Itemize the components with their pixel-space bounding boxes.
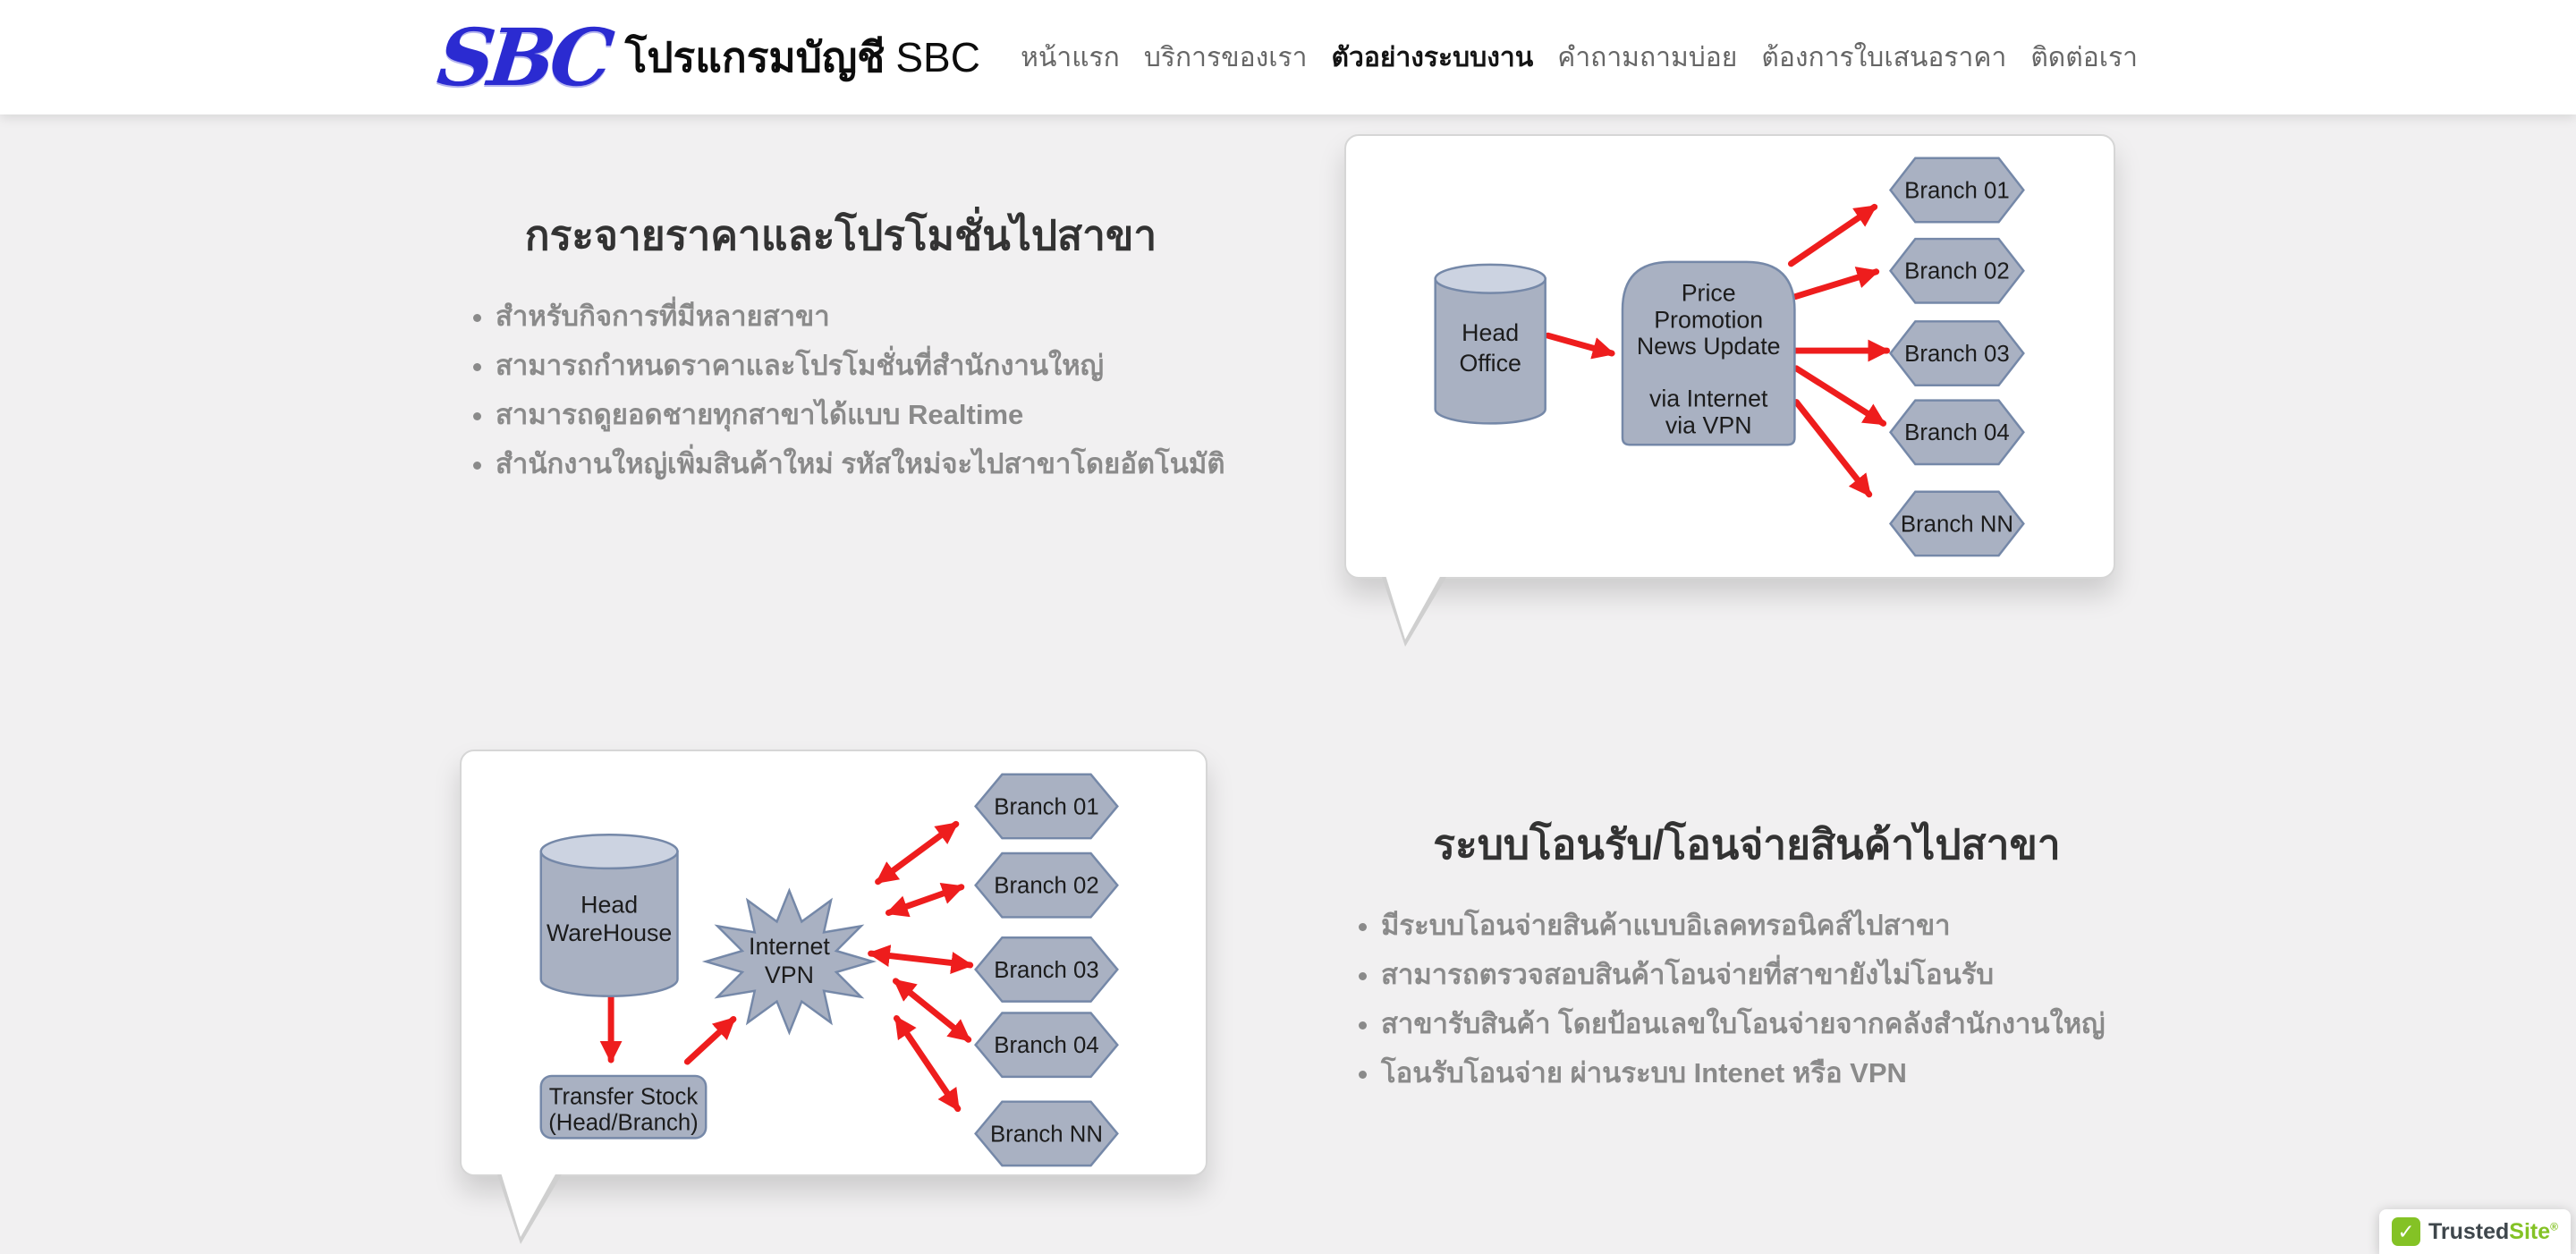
branch-hexagon-01: Branch 01	[1888, 157, 2025, 224]
stock-transfer-diagram: Head WareHouse Internet VPN Transfer Sto…	[539, 773, 1119, 1167]
branch-hexagon-02: Branch 02	[1888, 237, 2025, 304]
registered-mark: ®	[2550, 1220, 2558, 1233]
head-warehouse-cylinder: Head WareHouse	[539, 833, 679, 997]
brand[interactable]: SBC โปรแกรมบัญชีSBC	[434, 11, 980, 104]
trustedsite-label-trusted: Trusted	[2428, 1218, 2510, 1244]
main-nav: หน้าแรก บริการของเรา ตัวอย่างระบบงาน คำถ…	[1021, 37, 2138, 79]
arrow-hub-to-branch04	[1792, 365, 1887, 427]
bullet-item: สาขารับสินค้า โดยป้อนเลขใบโอนจ่ายจากคลัง…	[1381, 999, 2136, 1048]
nav-item-services[interactable]: บริการของเรา	[1143, 42, 1308, 72]
arrow-vpn-branchNN	[893, 1015, 962, 1113]
branch-hexagon-03: Branch 03	[1888, 320, 2025, 386]
sbc-logo: SBC	[433, 11, 613, 104]
branch-nn-label: Branch NN	[990, 1122, 1103, 1147]
hub-line-news-update: News Update	[1637, 333, 1781, 360]
branch-01-label: Branch 01	[994, 794, 1098, 819]
branch-hexagon-03: Branch 03	[974, 936, 1119, 1003]
price-hub-box: Price Promotion News Update via Internet…	[1621, 260, 1796, 446]
price-distribution-diagram: Head Office Price Promotion News Update …	[1434, 157, 2025, 557]
head-office-label-line2: Office	[1459, 350, 1521, 377]
branch-hexagon-04: Branch 04	[974, 1012, 1119, 1079]
header-container: SBC โปรแกรมบัญชีSBC หน้าแรก บริการของเรา…	[434, 0, 2138, 114]
arrow-office-to-hub	[1545, 332, 1615, 360]
nav-item-system-examples[interactable]: ตัวอย่างระบบงาน	[1331, 42, 1534, 72]
arrow-hub-to-branch02	[1792, 267, 1880, 301]
vpn-star-label-line1: Internet	[749, 933, 830, 960]
transfer-stock-box: Transfer Stock (Head/Branch)	[539, 1074, 708, 1140]
arrow-hub-to-branch01	[1787, 203, 1878, 267]
arrow-vpn-branch02	[885, 883, 965, 918]
head-warehouse-label-line2: WareHouse	[547, 919, 672, 946]
branch-01-label: Branch 01	[1904, 178, 2010, 203]
transfer-stock-label-line1: Transfer Stock	[549, 1085, 699, 1110]
branch-04-label: Branch 04	[994, 1033, 1098, 1058]
branch-02-label: Branch 02	[994, 874, 1098, 899]
site-header: SBC โปรแกรมบัญชีSBC หน้าแรก บริการของเรา…	[0, 0, 2576, 114]
bullet-item: สามารถกำหนดราคาและโปรโมชั่นที่สำนักงานให…	[496, 341, 1243, 390]
trustedsite-label-site: Site	[2509, 1218, 2551, 1244]
branch-04-label: Branch 04	[1904, 420, 2010, 445]
branch-hexagon-02: Branch 02	[974, 852, 1119, 919]
nav-item-faq[interactable]: คำถามถามบ่อย	[1557, 42, 1738, 72]
branch-03-label: Branch 03	[994, 958, 1098, 983]
branch-nn-label: Branch NN	[1901, 512, 2013, 537]
head-office-cylinder: Head Office	[1434, 263, 1546, 425]
bullet-item: สำนักงานใหญ่เพิ่มสินค้าใหม่ รหัสใหม่จะไป…	[496, 439, 1243, 488]
site-title-latin: SBC	[895, 33, 980, 80]
head-office-label-line1: Head	[1462, 319, 1519, 346]
head-warehouse-label-line1: Head	[580, 891, 638, 918]
site-title-thai: โปรแกรมบัญชี	[624, 33, 886, 80]
vpn-star-label-line2: VPN	[765, 962, 814, 988]
hub-line-promotion: Promotion	[1654, 306, 1763, 333]
branch-hexagon-nn: Branch NN	[1888, 490, 2025, 557]
red-arrows	[599, 820, 974, 1113]
bullet-item: สามารถดูยอดชายทุกสาขาได้แบบ Realtime	[496, 390, 1243, 439]
section-price-bullets: สำหรับกิจการที่มีหลายสาขา สามารถกำหนดราค…	[438, 292, 1243, 488]
bullet-item: สามารถตรวจสอบสินค้าโอนจ่ายที่สาขายังไม่โ…	[1381, 950, 2136, 999]
hub-line-via-vpn: via VPN	[1665, 411, 1752, 438]
trustedsite-badge[interactable]: ✓ TrustedSite®	[2379, 1209, 2571, 1254]
check-icon: ✓	[2392, 1217, 2420, 1246]
bullet-item: โอนรับโอนจ่าย ผ่านระบบ Intenet หรือ VPN	[1381, 1048, 2136, 1097]
arrow-transfer-to-vpn	[683, 1015, 737, 1065]
section-price-title: กระจายราคาและโปรโมชั่นไปสาขา	[524, 212, 1157, 258]
hub-line-via-internet: via Internet	[1649, 386, 1768, 412]
nav-item-contact[interactable]: ติดต่อเรา	[2030, 42, 2138, 72]
bullet-item: มีระบบโอนจ่ายสินค้าแบบอิเลคทรอนิคส์ไปสาข…	[1381, 901, 2136, 950]
hub-line-price: Price	[1682, 280, 1736, 307]
branch-hexagon-04: Branch 04	[1888, 399, 2025, 466]
arrow-vpn-branch03	[867, 945, 974, 974]
branch-03-label: Branch 03	[1904, 342, 2010, 367]
internet-vpn-star: Internet VPN	[701, 887, 877, 1036]
branch-02-label: Branch 02	[1904, 259, 2010, 284]
trustedsite-label: TrustedSite®	[2428, 1219, 2558, 1245]
branch-hexagon-01: Branch 01	[974, 773, 1119, 840]
nav-item-home[interactable]: หน้าแรก	[1021, 42, 1120, 72]
red-arrows	[1545, 203, 1891, 498]
branch-hexagon-nn: Branch NN	[974, 1100, 1119, 1167]
section-transfer-bullets: มีระบบโอนจ่ายสินค้าแบบอิเลคทรอนิคส์ไปสาข…	[1358, 901, 2136, 1097]
transfer-stock-label-line2: (Head/Branch)	[548, 1110, 699, 1135]
bullet-item: สำหรับกิจการที่มีหลายสาขา	[496, 292, 1243, 341]
nav-item-quotation[interactable]: ต้องการใบเสนอราคา	[1761, 42, 2007, 72]
section-price-text: กระจายราคาและโปรโมชั่นไปสาขา สำหรับกิจกา…	[438, 208, 1243, 488]
diagram-card-transfer: Head WareHouse Internet VPN Transfer Sto…	[460, 750, 1208, 1244]
section-transfer-text: ระบบโอนรับ/โอนจ่ายสินค้าไปสาขา มีระบบโอน…	[1358, 817, 2136, 1097]
arrow-vpn-branch01	[875, 820, 960, 885]
diagram-card-price: Head Office Price Promotion News Update …	[1344, 134, 2115, 647]
section-transfer-title: ระบบโอนรับ/โอนจ่ายสินค้าไปสาขา	[1433, 821, 2061, 868]
site-title: โปรแกรมบัญชีSBC	[625, 25, 980, 90]
arrow-hub-to-branchNN	[1792, 399, 1873, 498]
